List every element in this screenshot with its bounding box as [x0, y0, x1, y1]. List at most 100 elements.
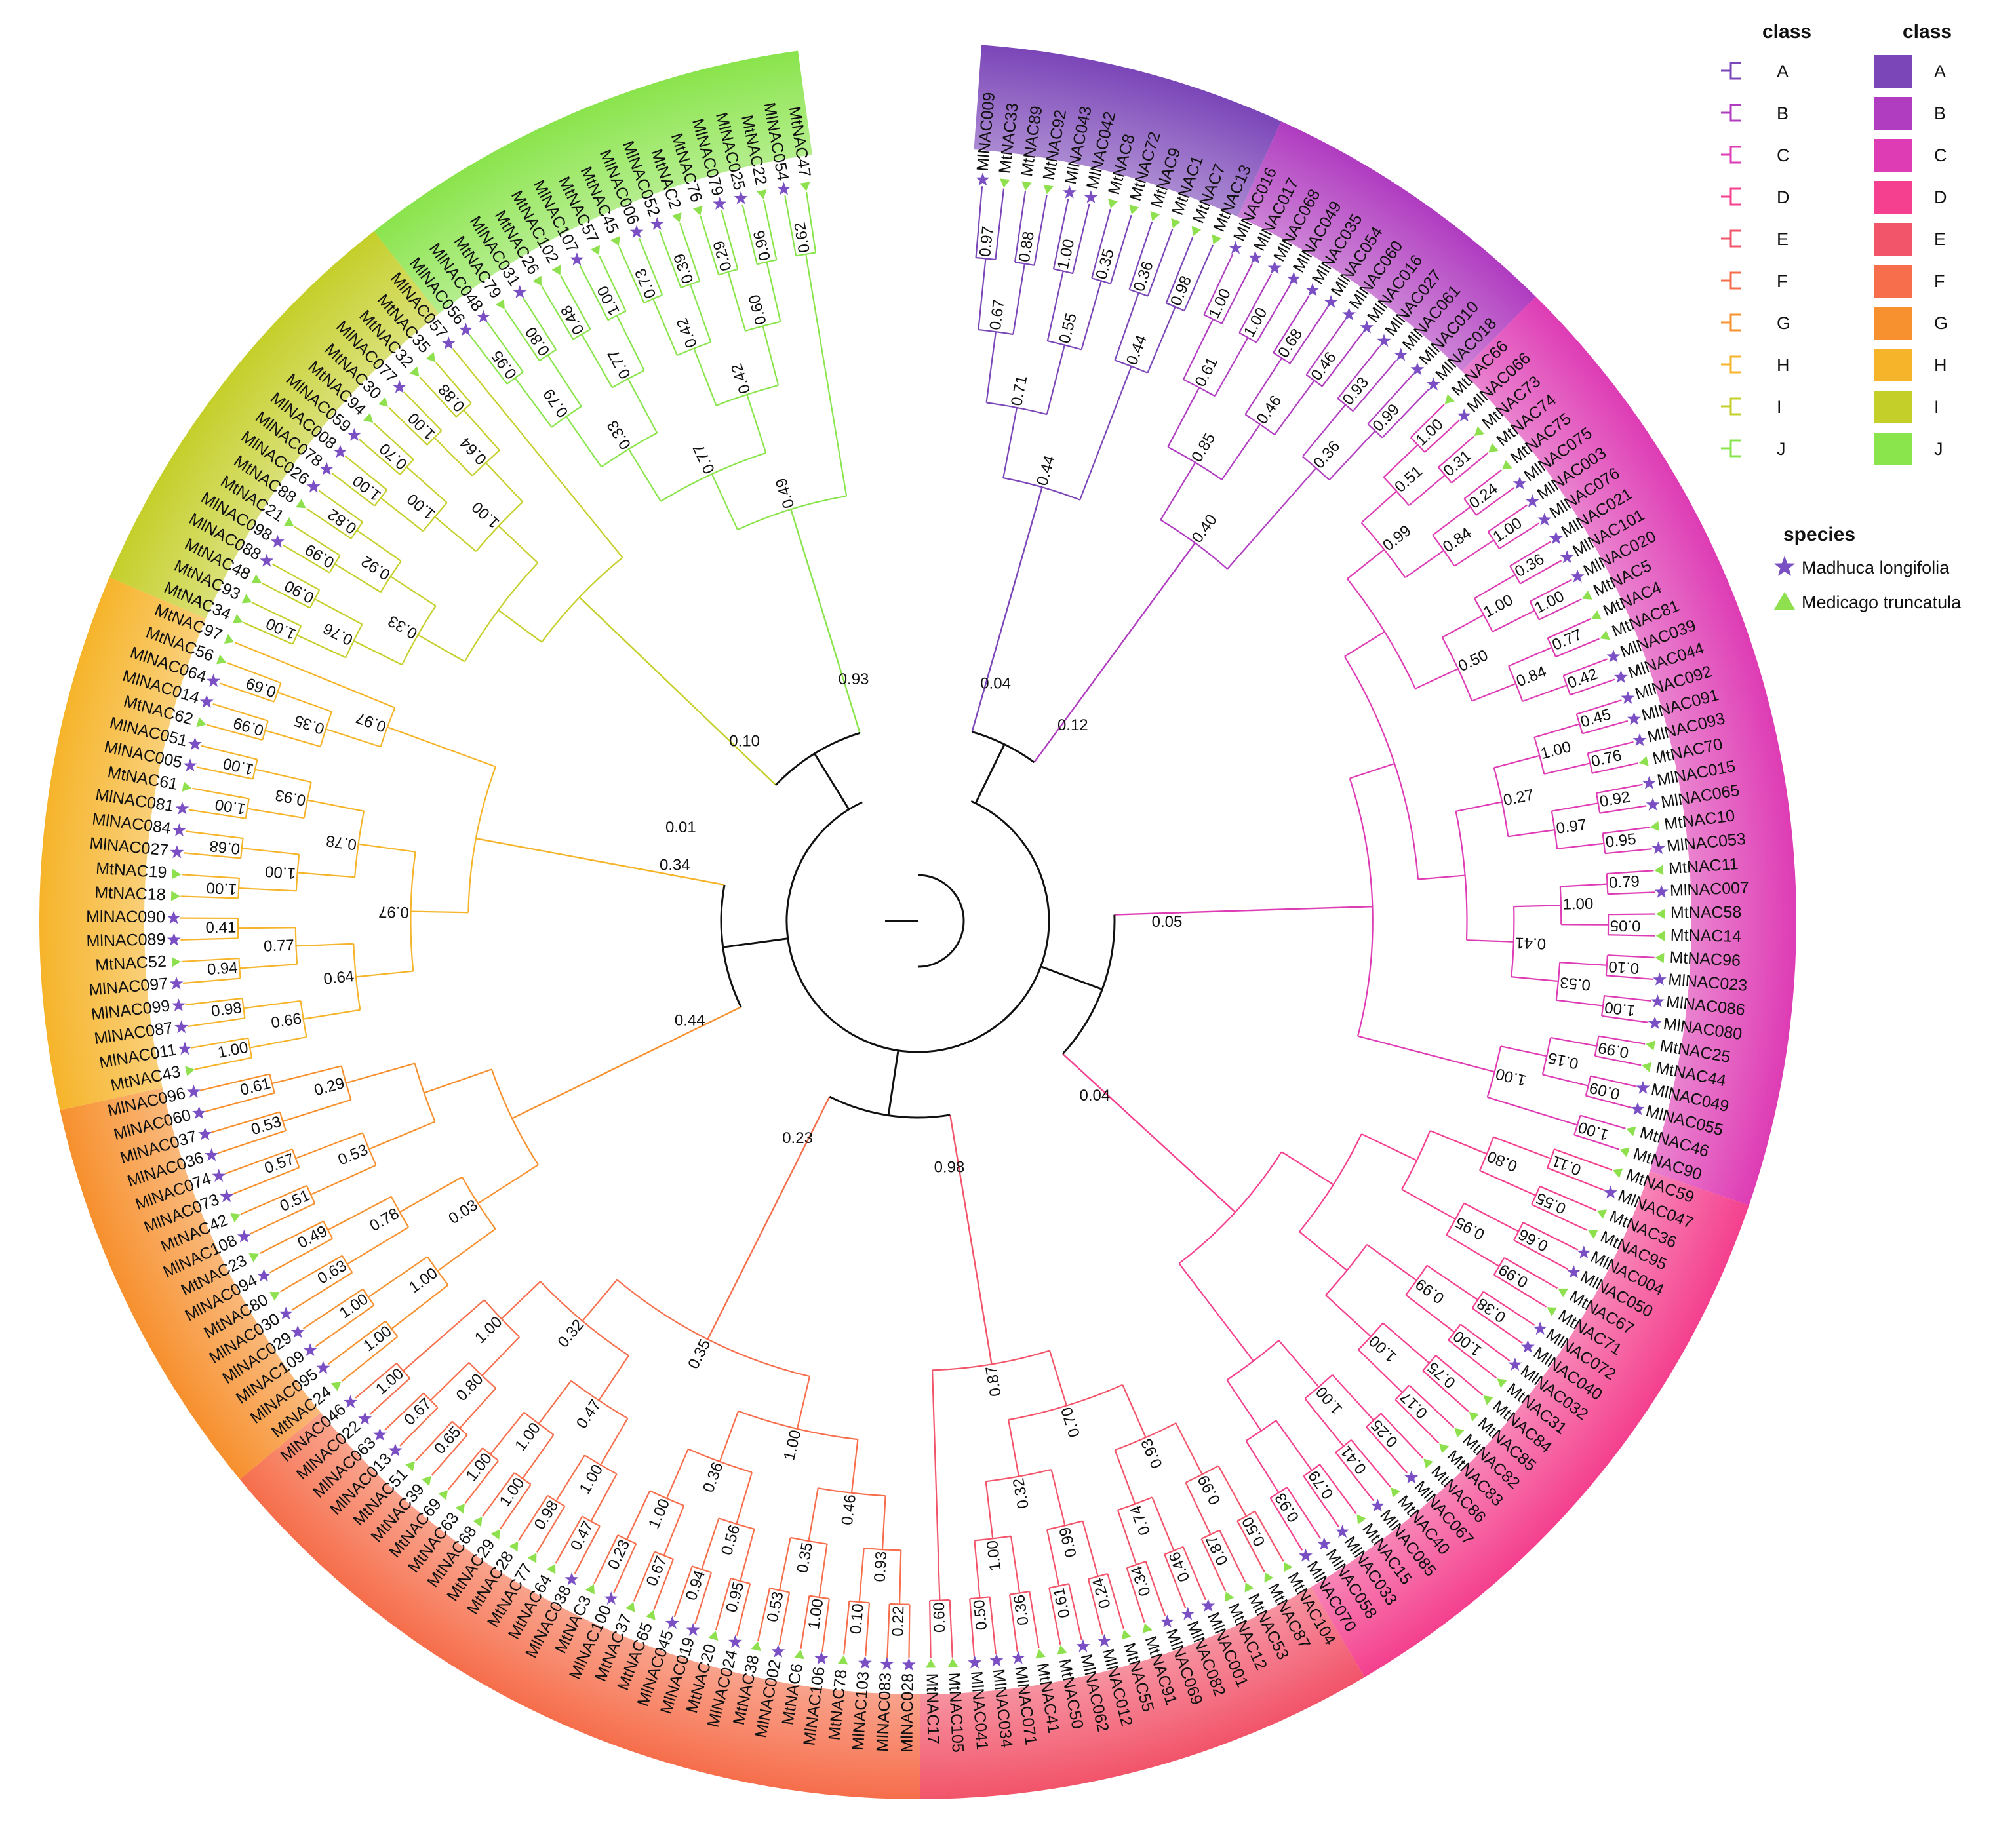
branch [1299, 1231, 1348, 1272]
madhuca-star-marker [1160, 1614, 1174, 1628]
branch [234, 642, 289, 665]
leaf-label: MtNAC18 [94, 884, 166, 905]
branch [498, 525, 539, 564]
branch [886, 1603, 890, 1658]
branch [1255, 284, 1292, 343]
medicago-triangle-marker [422, 1475, 431, 1487]
legend-strip-label: D [1934, 187, 1947, 207]
branch [1048, 1588, 1061, 1645]
legend-strip-label: A [1934, 62, 1946, 81]
medicago-triangle-marker [1646, 1040, 1655, 1051]
clade-support: 0.34 [660, 856, 690, 874]
medicago-triangle-marker [170, 891, 180, 901]
branch [291, 1272, 353, 1311]
madhuca-star-marker [1324, 294, 1338, 308]
clade-support: 0.05 [1152, 913, 1183, 931]
branch [182, 874, 239, 879]
clade-stem [475, 838, 725, 886]
branch [778, 1592, 791, 1646]
support-value: 0.22 [889, 1606, 907, 1637]
madhuca-star-marker [629, 225, 644, 239]
branch [210, 1111, 281, 1133]
branch [727, 271, 746, 332]
support-value: 0.97 [1555, 816, 1588, 838]
branch [1608, 891, 1655, 895]
branch [1087, 1578, 1104, 1635]
branch [1289, 307, 1328, 364]
madhuca-star-marker [199, 694, 214, 708]
branch [269, 1238, 333, 1274]
branch [501, 1281, 541, 1319]
branch [490, 1412, 525, 1455]
branch [579, 265, 609, 321]
branch [1382, 1322, 1430, 1364]
branch [212, 703, 269, 722]
legend-branch-label: H [1777, 355, 1790, 375]
branch [387, 726, 442, 748]
clade-stem [1033, 542, 1196, 763]
branch [1602, 827, 1650, 834]
medicago-triangle-marker [625, 1602, 635, 1612]
branch [452, 348, 488, 391]
branch [459, 1388, 497, 1429]
branch [1417, 874, 1465, 880]
branch [282, 1099, 351, 1122]
legend-species-label: Madhuca longifolia [1802, 558, 1950, 577]
madhuca-star-marker [1648, 1016, 1662, 1030]
branch-arc [309, 589, 321, 608]
legend-branch-label: B [1777, 104, 1789, 123]
branch [741, 205, 758, 265]
branch [1008, 1419, 1019, 1477]
branch [1380, 1413, 1424, 1459]
medicago-triangle-marker [1497, 1378, 1507, 1388]
support-value: 0.98 [210, 999, 243, 1021]
medicago-triangle-marker [182, 781, 192, 792]
branch [1482, 1291, 1535, 1326]
branch [500, 1484, 532, 1530]
branch [974, 1540, 981, 1598]
branch-arc [849, 1600, 870, 1604]
legend-strip-swatch-H [1874, 349, 1912, 381]
medicago-triangle-marker [1142, 1623, 1153, 1633]
madhuca-star-marker [1636, 1080, 1650, 1094]
branch-arc [1164, 1546, 1184, 1555]
legend-branch-swatch-A [1721, 62, 1741, 80]
branch [1091, 208, 1111, 279]
branch [1008, 1594, 1018, 1652]
branch [1429, 1129, 1488, 1155]
support-value: 0.10 [1608, 958, 1640, 977]
branch [1573, 1134, 1619, 1150]
medicago-triangle-marker [800, 182, 810, 191]
branch [237, 927, 296, 929]
branch [1335, 1452, 1375, 1502]
branch [199, 1073, 270, 1091]
branch [796, 1376, 811, 1430]
medicago-triangle-marker [1444, 394, 1455, 404]
madhuca-star-marker [1076, 1639, 1090, 1652]
madhuca-star-marker [814, 1651, 829, 1665]
branch [766, 262, 781, 322]
branch [935, 1485, 939, 1543]
branch [207, 724, 263, 741]
branch [181, 957, 239, 963]
branch-arc [1573, 1115, 1581, 1135]
leaf-label: MtNAC14 [1670, 926, 1742, 946]
branch [1446, 1234, 1500, 1267]
branch [1183, 244, 1214, 311]
branch [1522, 684, 1568, 703]
branch-arc [745, 321, 781, 332]
madhuca-star-marker [270, 534, 285, 548]
madhuca-star-marker [388, 1443, 403, 1456]
madhuca-star-marker [319, 461, 334, 475]
madhuca-star-marker [858, 1656, 872, 1669]
madhuca-star-marker [1084, 190, 1098, 204]
branch [800, 1595, 810, 1649]
branch [1114, 1449, 1136, 1504]
medicago-triangle-marker [241, 594, 252, 604]
branch-arc [1471, 1291, 1484, 1309]
branch [825, 375, 837, 436]
clade-support: 0.04 [1080, 1087, 1111, 1104]
branch [1325, 1295, 1372, 1337]
